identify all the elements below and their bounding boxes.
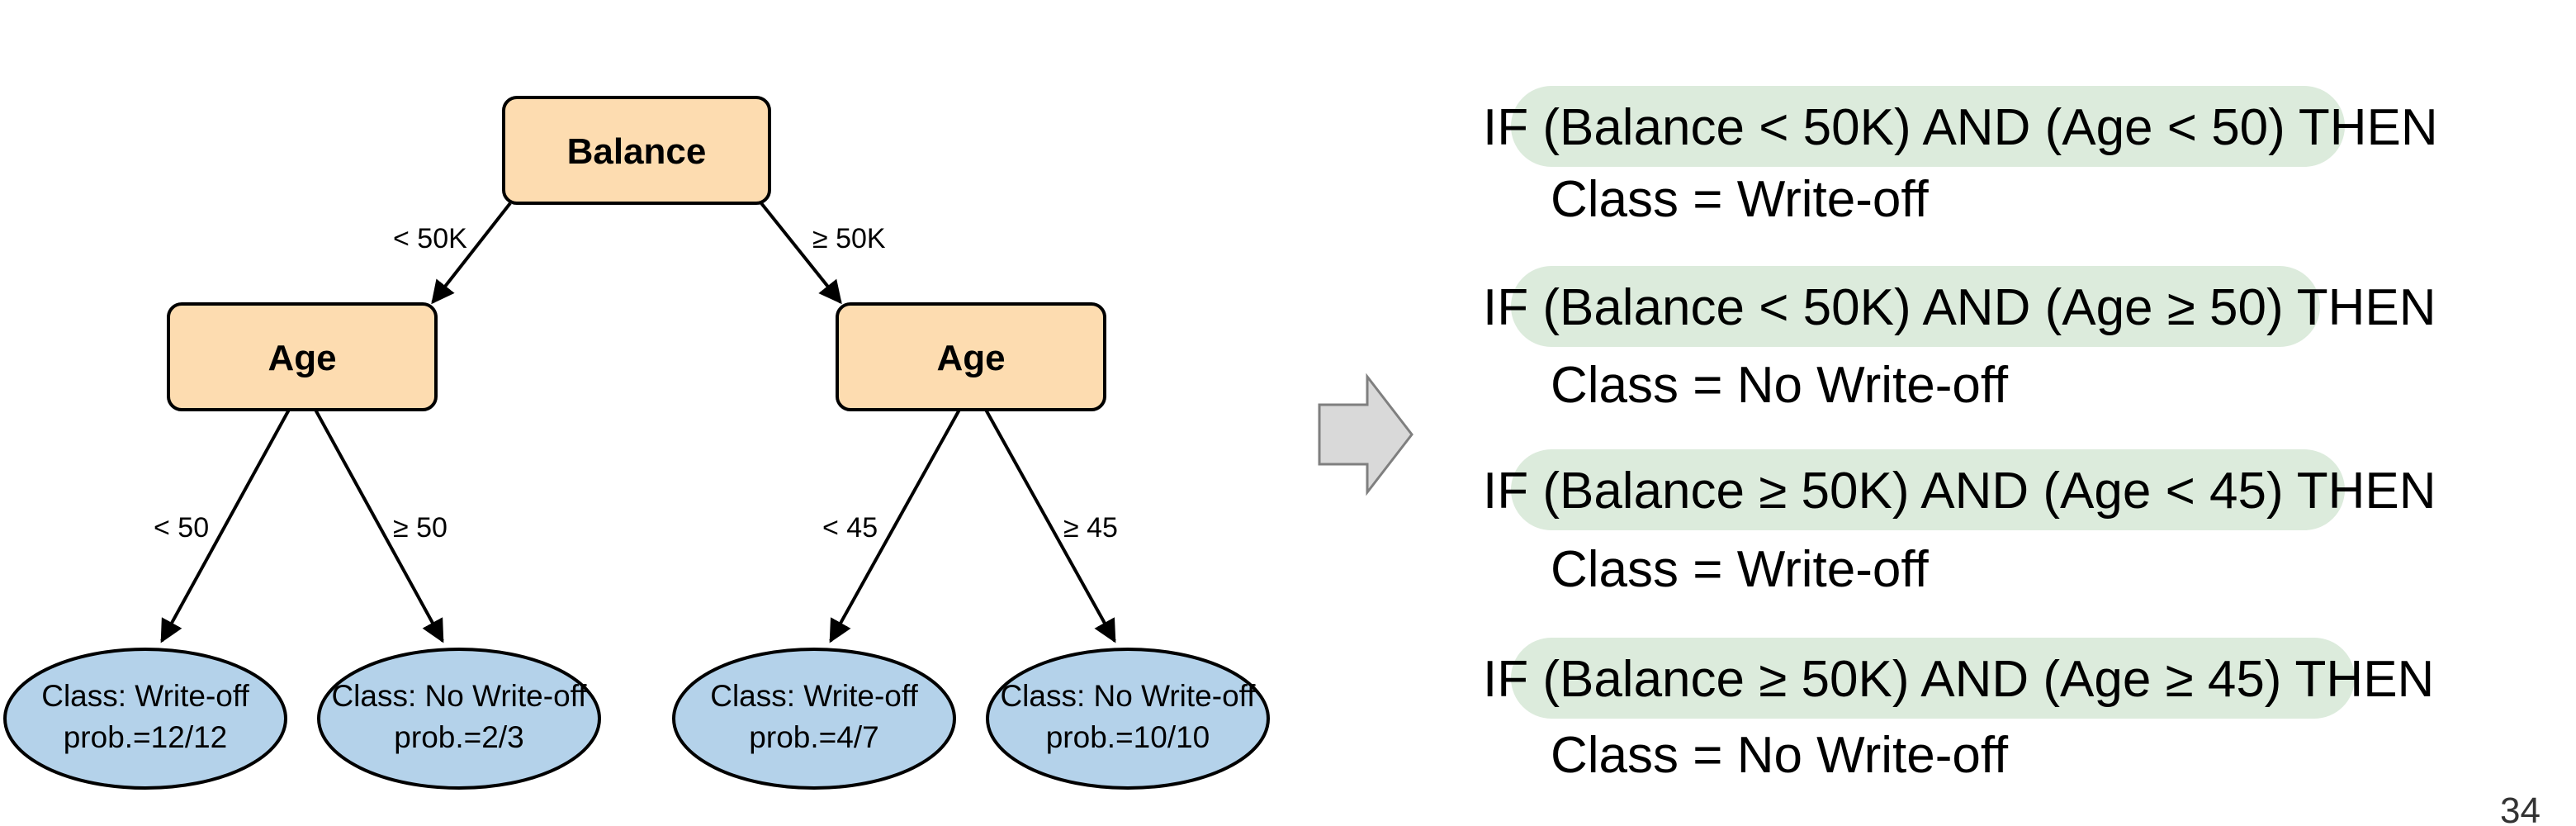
leaf-2-class: Class: No Write-off [331, 679, 587, 713]
edge-right-right [984, 409, 1116, 643]
rule-3-result: Class = Write-off [1551, 541, 1929, 598]
edge-label-left-left: < 50 [154, 512, 209, 544]
leaf-2: Class: No Write-off prob.=2/3 [317, 648, 601, 790]
rule-3-highlight [1511, 449, 2345, 530]
rule-4-condition: IF (Balance ≥ 50K) AND (Age ≥ 45) THEN [1483, 651, 2434, 708]
leaf-3-class: Class: Write-off [710, 679, 918, 713]
leaf-4: Class: No Write-off prob.=10/10 [986, 648, 1270, 790]
rule-4: IF (Balance ≥ 50K) AND (Age ≥ 45) THEN C… [1483, 638, 2434, 784]
node-age-left-label: Age [268, 338, 336, 378]
rule-4-highlight [1511, 638, 2355, 719]
rules-list: IF (Balance < 50K) AND (Age < 50) THEN C… [1483, 86, 2438, 784]
right-block-arrow-icon [1318, 373, 1413, 496]
rule-1-highlight [1511, 86, 2345, 167]
leaf-3: Class: Write-off prob.=4/7 [672, 648, 956, 790]
edge-root-right [760, 202, 842, 305]
edge-label-right-right: ≥ 45 [1063, 512, 1118, 544]
edge-label-root-right: ≥ 50K [812, 223, 886, 254]
leaf-1-class: Class: Write-off [41, 679, 249, 713]
node-age-right: Age [836, 302, 1106, 411]
rule-1-condition: IF (Balance < 50K) AND (Age < 50) THEN [1483, 99, 2438, 156]
decision-tree: < 50K ≥ 50K < 50 ≥ 50 < 45 ≥ 45 Balance … [3, 96, 1270, 790]
rule-1-result: Class = Write-off [1551, 171, 1929, 228]
leaf-1-prob: prob.=12/12 [64, 720, 228, 754]
rule-3-condition: IF (Balance ≥ 50K) AND (Age < 45) THEN [1483, 463, 2436, 520]
rule-2: IF (Balance < 50K) AND (Age ≥ 50) THEN C… [1483, 266, 2436, 414]
edge-label-root-left: < 50K [393, 223, 467, 254]
rule-1: IF (Balance < 50K) AND (Age < 50) THEN C… [1483, 86, 2438, 228]
slide-number: 34 [2500, 790, 2540, 826]
edge-label-right-left: < 45 [822, 512, 878, 544]
edge-left-right [314, 409, 444, 643]
edge-label-left-right: ≥ 50 [393, 512, 447, 544]
leaf-4-class: Class: No Write-off [1000, 679, 1256, 713]
leaf-1: Class: Write-off prob.=12/12 [3, 648, 287, 790]
rule-4-result: Class = No Write-off [1551, 727, 2009, 784]
node-balance-label: Balance [567, 131, 707, 172]
edge-root-left [431, 202, 512, 305]
node-age-right-label: Age [936, 338, 1005, 378]
rule-3: IF (Balance ≥ 50K) AND (Age < 45) THEN C… [1483, 449, 2436, 598]
leaf-2-prob: prob.=2/3 [394, 720, 523, 754]
node-balance: Balance [502, 96, 771, 205]
node-age-left: Age [167, 302, 438, 411]
rule-2-result: Class = No Write-off [1551, 357, 2009, 414]
edge-right-left [829, 409, 961, 643]
edge-left-left [160, 409, 291, 643]
rule-2-highlight [1511, 266, 2320, 347]
leaf-4-prob: prob.=10/10 [1046, 720, 1210, 754]
rule-2-condition: IF (Balance < 50K) AND (Age ≥ 50) THEN [1483, 279, 2436, 336]
leaf-3-prob: prob.=4/7 [749, 720, 878, 754]
